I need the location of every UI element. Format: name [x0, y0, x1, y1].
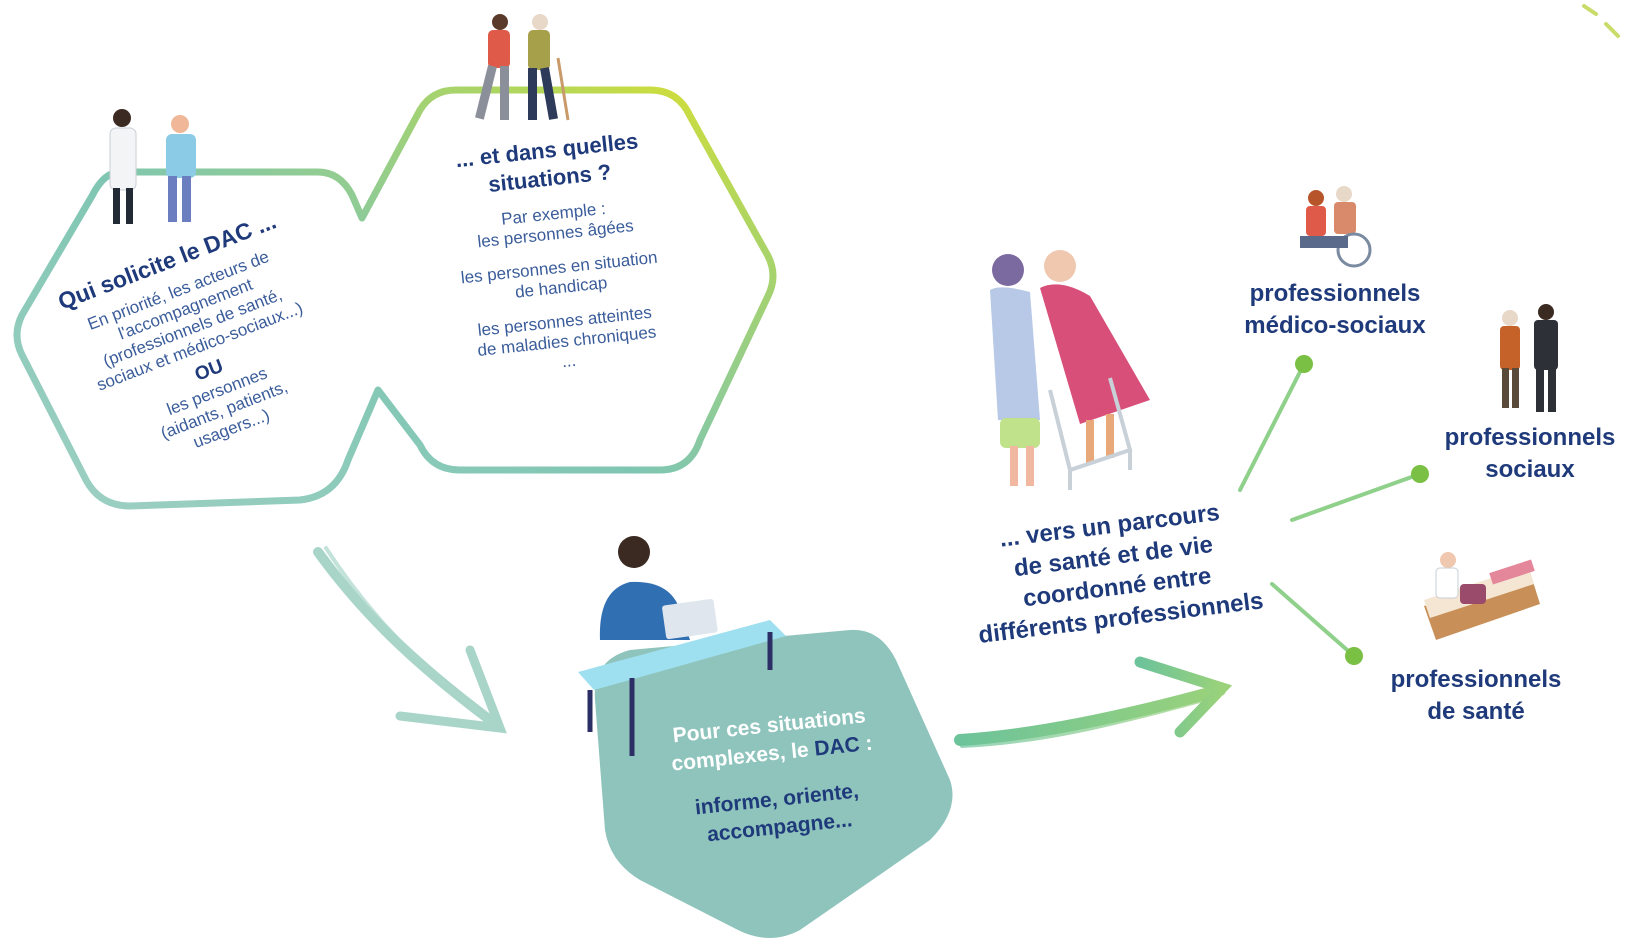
- connector-medico: [1238, 362, 1306, 492]
- medico-line2: médico-sociaux: [1244, 312, 1426, 339]
- operator-desk-illustration: [578, 536, 786, 756]
- decorative-dashes: [1582, 4, 1620, 38]
- center-hexagon: [594, 629, 953, 938]
- caregiver-icon: [990, 254, 1040, 486]
- dot-sociaux: [1411, 465, 1429, 483]
- center-hex-line2-dac: DAC: [813, 733, 861, 761]
- arrow-right-icon: [954, 656, 1233, 748]
- helper-elderly-illustration: [475, 14, 570, 121]
- dot-sante: [1345, 647, 1363, 665]
- sociaux-line1: professionnels: [1444, 424, 1616, 451]
- patient-icon: [166, 115, 196, 222]
- label-sante: professionnels de santé: [1376, 664, 1576, 728]
- center-hex-line2-suffix: :: [864, 731, 874, 756]
- connector-sociaux: [1290, 472, 1422, 522]
- right-hex-text: ... et dans quelles situations ? Par exe…: [406, 122, 709, 386]
- doctor-icon: [109, 109, 137, 224]
- walker-illustration: [990, 250, 1150, 490]
- helper-icon: [475, 14, 510, 120]
- arrow-down-right-icon: [313, 546, 507, 734]
- label-sociaux: professionnels sociaux: [1430, 422, 1630, 486]
- operator-head-icon: [618, 536, 650, 568]
- double-hexagon-outline: [13, 86, 777, 510]
- social-pair-icon: [1500, 304, 1558, 412]
- dot-medico: [1295, 355, 1313, 373]
- connector-sante: [1270, 582, 1356, 658]
- connector-lines: [1238, 362, 1422, 658]
- doctor-patient-illustration: [109, 109, 196, 224]
- laptop-icon: [662, 598, 718, 640]
- desk-top-icon: [578, 620, 786, 690]
- elderly-icon: [528, 14, 570, 121]
- wheelchair-icon: [1300, 186, 1372, 268]
- elderly-woman-icon: [1040, 250, 1150, 464]
- sociaux-line2: sociaux: [1485, 456, 1575, 483]
- label-medico-sociaux: professionnels médico-sociaux: [1225, 278, 1445, 342]
- bed-care-icon: [1424, 552, 1540, 640]
- sante-line2: de santé: [1427, 698, 1525, 725]
- walker-frame-icon: [1048, 377, 1133, 490]
- medico-line1: professionnels: [1249, 280, 1421, 307]
- sante-line1: professionnels: [1390, 666, 1562, 693]
